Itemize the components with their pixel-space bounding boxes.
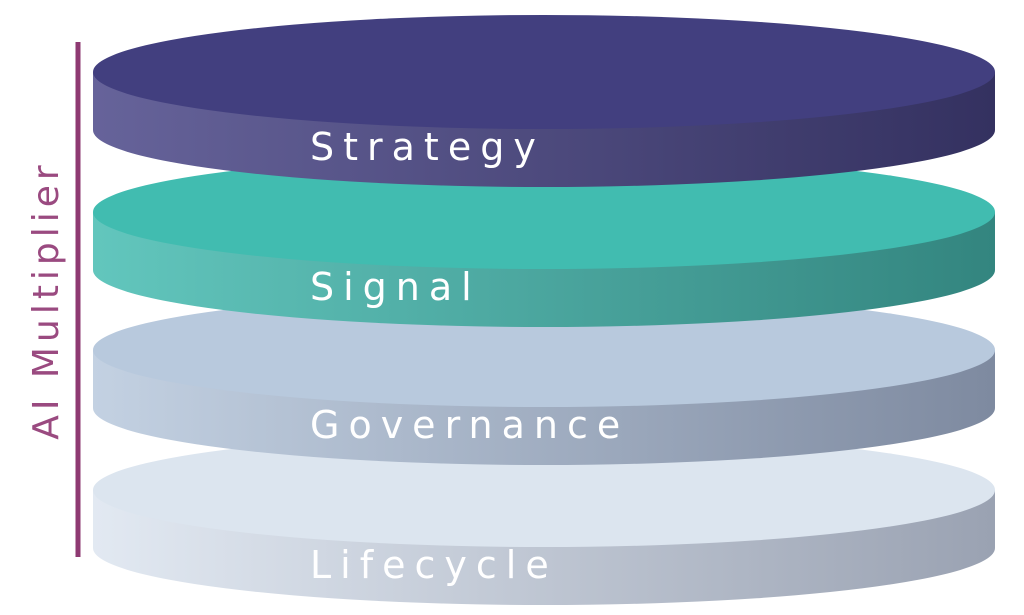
layer-top-signal (93, 155, 995, 269)
ai-multiplier-label: AI Multiplier (26, 160, 67, 440)
layer-label-lifecycle: Lifecycle (310, 543, 558, 587)
layer-lifecycle: Lifecycle (93, 433, 995, 605)
layer-signal: Signal (93, 155, 995, 327)
layer-strategy: Strategy (93, 15, 995, 187)
layer-top-strategy (93, 15, 995, 129)
layer-label-governance: Governance (310, 403, 629, 447)
layer-top-lifecycle (93, 433, 995, 547)
layer-governance: Governance (93, 293, 995, 465)
layer-top-governance (93, 293, 995, 407)
layer-label-strategy: Strategy (310, 125, 545, 169)
layer-label-signal: Signal (310, 265, 481, 309)
